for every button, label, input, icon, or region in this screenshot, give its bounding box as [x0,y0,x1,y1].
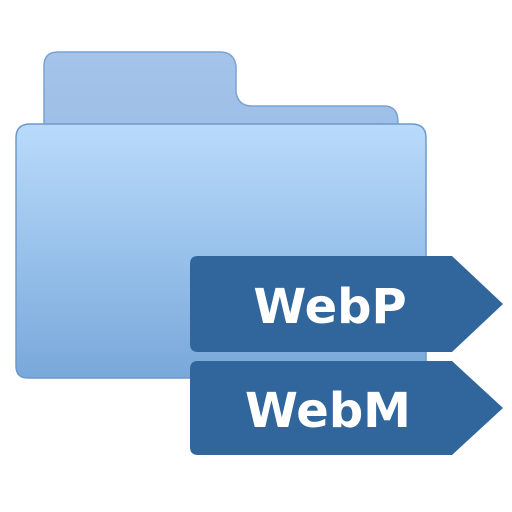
webp-label: WebP [253,279,406,335]
webm-label: WebM [245,383,411,439]
arrow-tag-icon [190,361,503,455]
webm-tag: WebM [190,361,503,455]
webp-tag: WebP [190,256,503,352]
arrow-tag-icon [190,256,503,352]
